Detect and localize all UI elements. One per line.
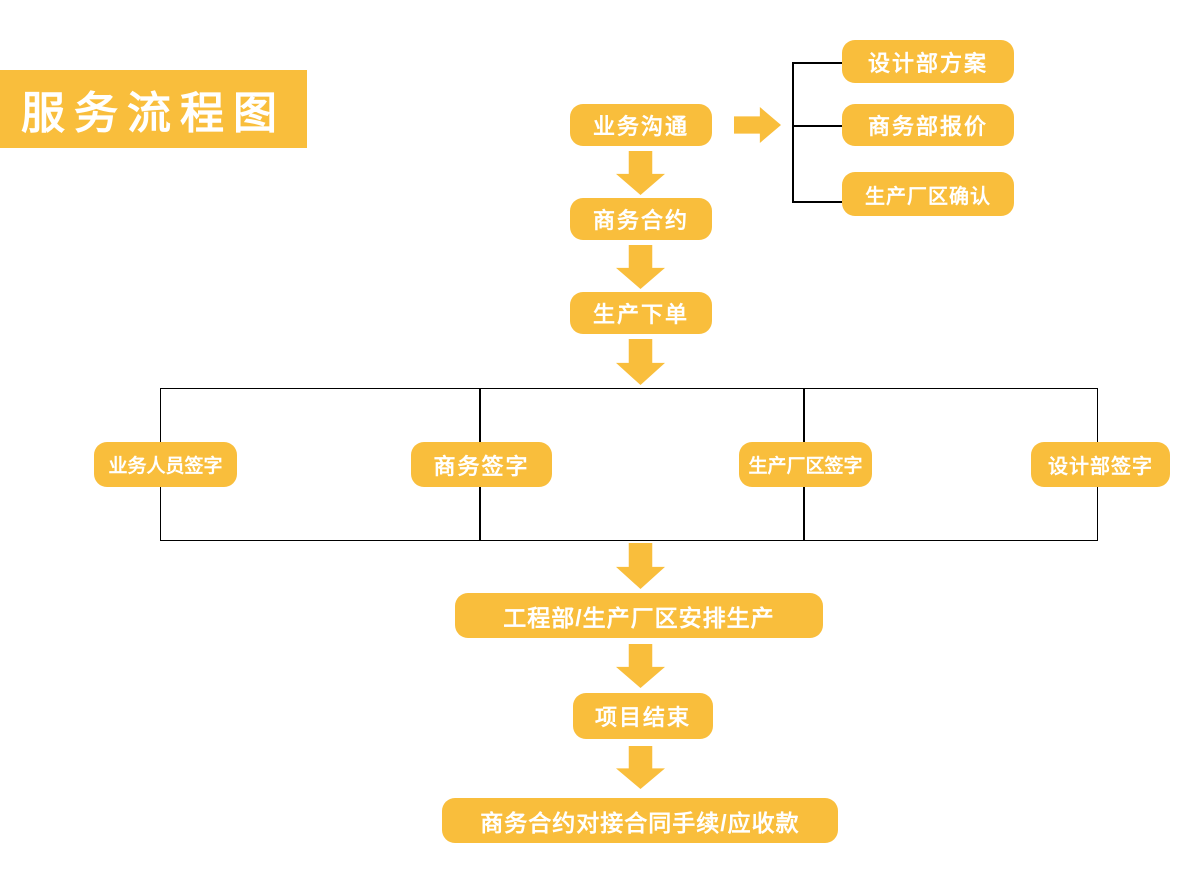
- node-design-dept-proposal: 设计部方案: [842, 40, 1014, 83]
- down-arrow-icon: [616, 543, 665, 589]
- node-business-communication: 业务沟通: [570, 104, 712, 146]
- down-arrow-icon: [616, 151, 665, 195]
- node-sign-factory: 生产厂区签字: [739, 442, 872, 487]
- node-project-end: 项目结束: [573, 693, 713, 739]
- node-sign-sales-staff: 业务人员签字: [94, 442, 237, 487]
- right-arrow-icon: [734, 107, 781, 143]
- down-arrow-icon: [616, 644, 665, 688]
- down-arrow-icon: [616, 245, 665, 289]
- bracket-stub-top: [794, 62, 846, 64]
- down-arrow-icon: [616, 746, 665, 789]
- down-arrow-icon: [616, 339, 665, 385]
- node-sign-business: 商务签字: [411, 442, 552, 487]
- node-production-order: 生产下单: [570, 292, 712, 334]
- node-business-contract: 商务合约: [570, 198, 712, 240]
- page-title: 服务流程图: [0, 70, 307, 148]
- bracket-stub-middle: [794, 125, 846, 127]
- node-business-dept-quote: 商务部报价: [842, 104, 1014, 146]
- signature-group-frame: [160, 388, 1098, 541]
- node-sign-design-dept: 设计部签字: [1031, 442, 1170, 487]
- node-contract-receivables: 商务合约对接合同手续/应收款: [442, 798, 838, 843]
- bracket-stub-bottom: [794, 201, 846, 203]
- branch-bracket-connector: [792, 62, 846, 203]
- node-arrange-production: 工程部/生产厂区安排生产: [455, 593, 823, 638]
- node-factory-confirm: 生产厂区确认: [842, 172, 1014, 216]
